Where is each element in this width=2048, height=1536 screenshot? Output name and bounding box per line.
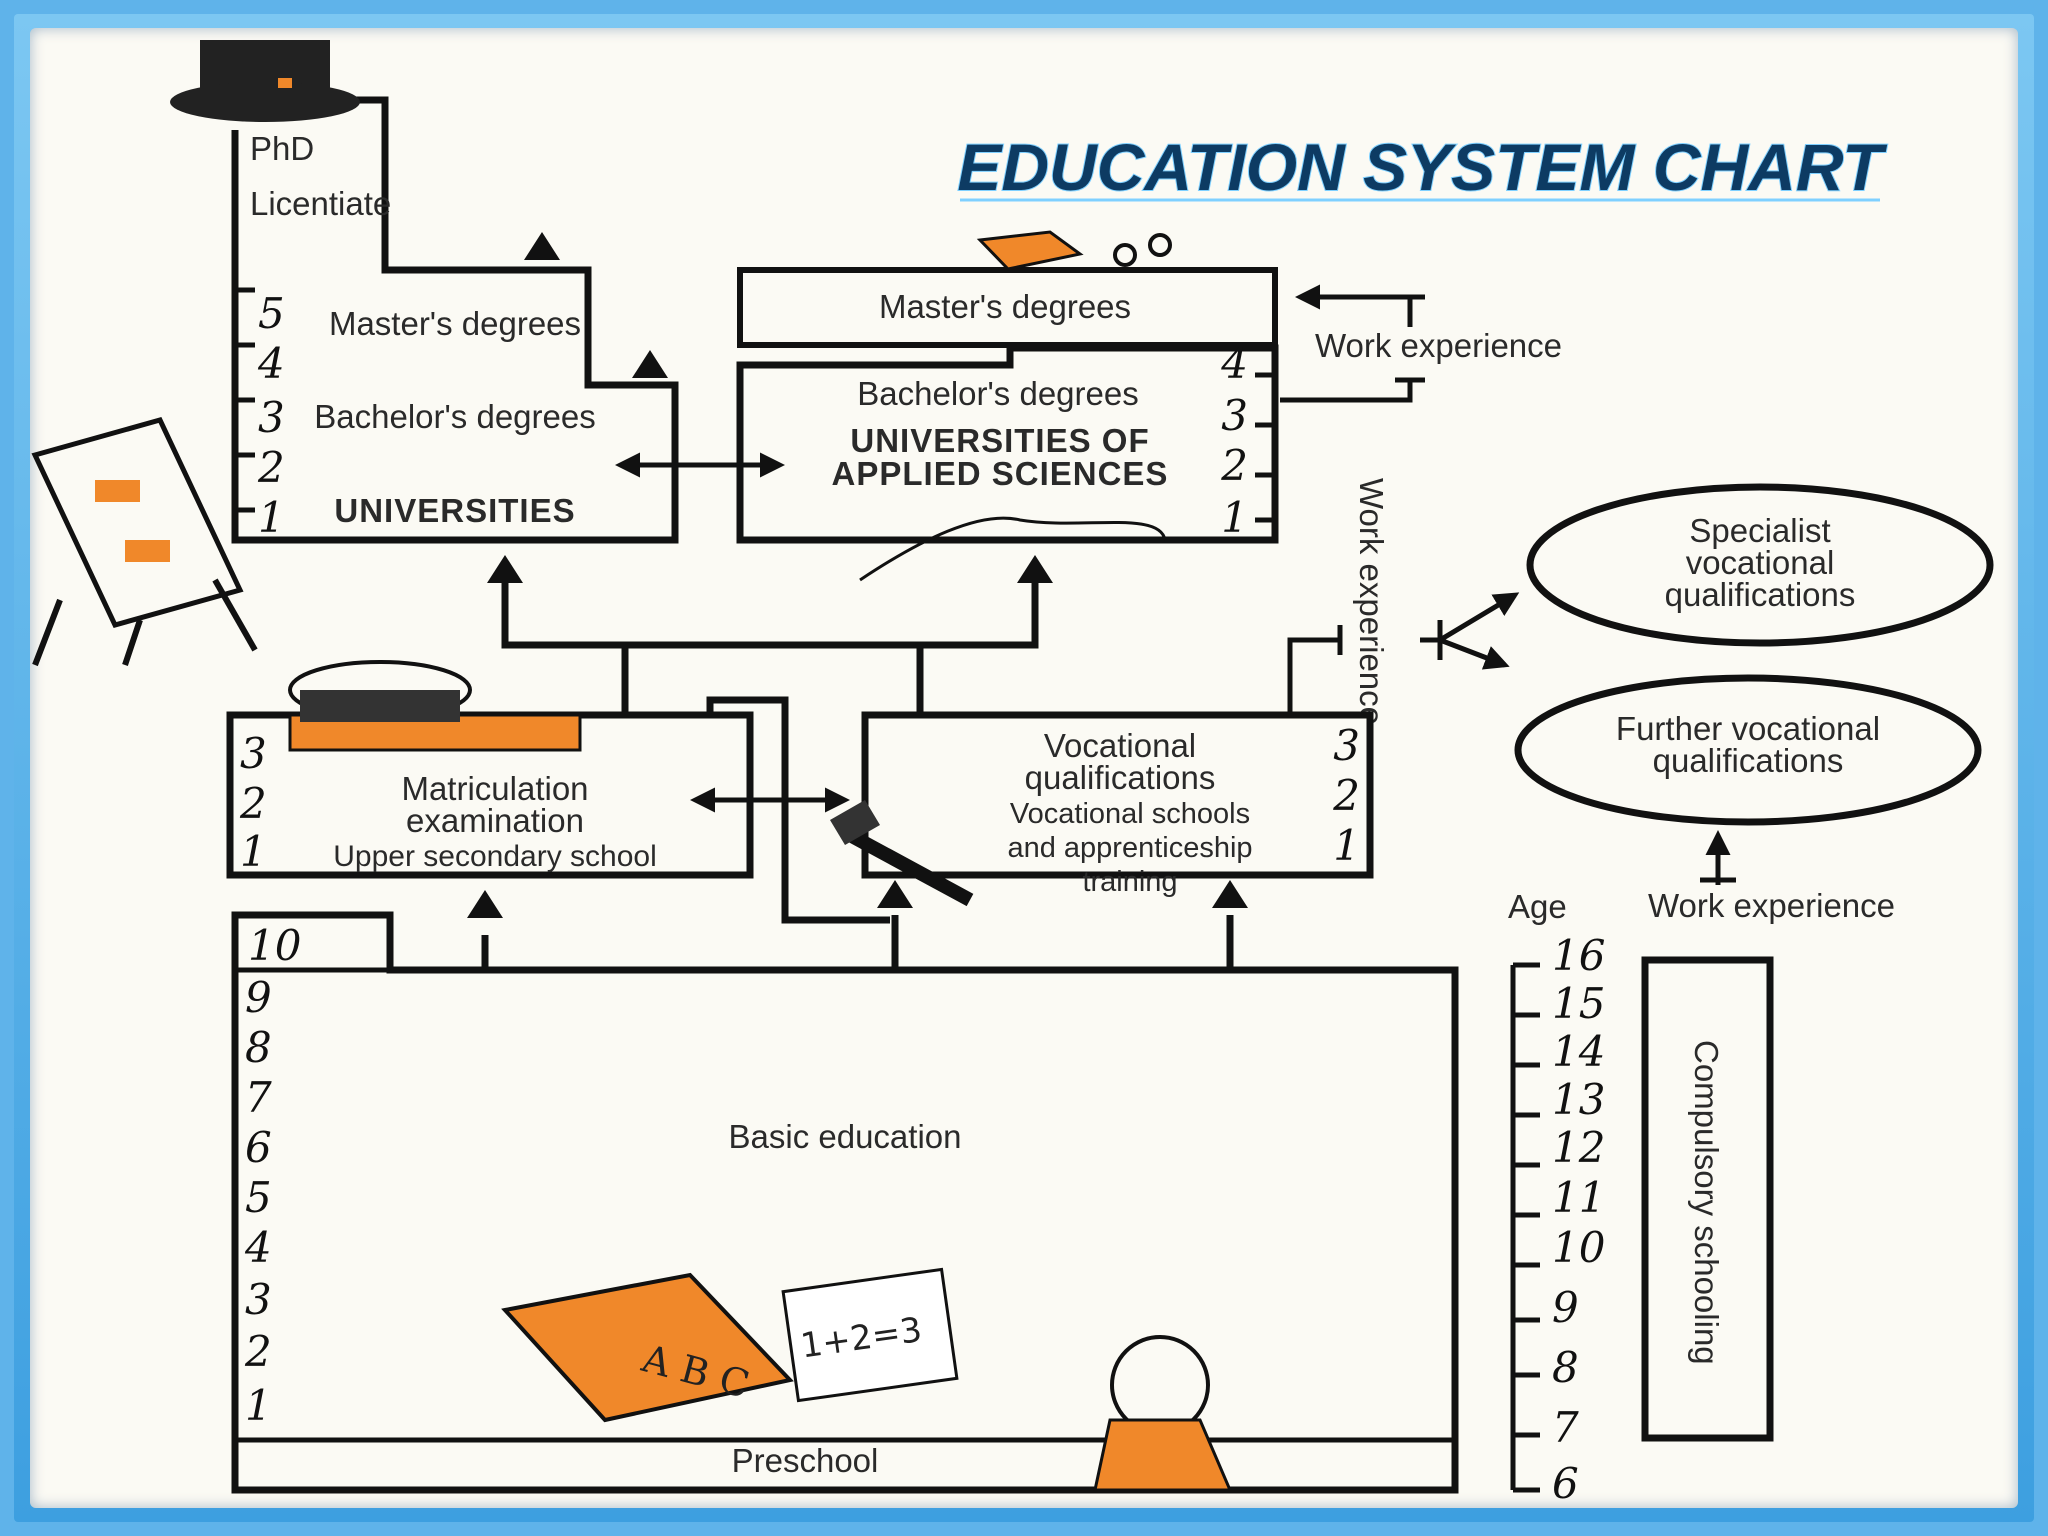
basic-grade: 7: [245, 1073, 272, 1122]
basic-grade: 3: [245, 1275, 272, 1324]
age-value: 6: [1552, 1459, 1579, 1508]
diploma-icon: [980, 232, 1170, 269]
student-cap-book-icon: [290, 662, 580, 750]
age-value: 13: [1552, 1075, 1605, 1124]
to-specialist-arrow: [1440, 595, 1515, 640]
math-sheet-icon: 1+2=3: [783, 1269, 957, 1400]
basic-grade-scale: 9 8 7 6 5 4 3 2 1: [244, 973, 272, 1430]
upper-sec-year: 3: [240, 729, 267, 778]
age-value: 9: [1552, 1283, 1579, 1332]
licentiate-label: Licentiate: [250, 185, 391, 222]
specialist-line3: qualifications: [1665, 576, 1856, 613]
uni-year: 2: [257, 443, 285, 492]
upper-sec-year: 2: [239, 779, 267, 828]
uas-year: 3: [1221, 391, 1248, 440]
top-hat-icon: [170, 40, 360, 122]
to-further-arrow: [1440, 640, 1505, 665]
chart-title: EDUCATION SYSTEM CHART: [957, 130, 1887, 204]
age-value: 10: [1552, 1223, 1605, 1272]
basic-grade: 2: [244, 1327, 272, 1376]
age-ticks: [1513, 965, 1540, 1490]
up-arrow-icon: [467, 890, 503, 918]
work-experience-top: Work experience: [1315, 327, 1562, 364]
grade-10: 10: [248, 921, 301, 970]
uni-up-arrow-icon: [632, 350, 668, 378]
upper-secondary-year-scale: 3 2 1: [239, 729, 267, 876]
vocational-year: 2: [1332, 771, 1360, 820]
vocational-line5: training: [1082, 866, 1177, 898]
vocational-year-scale: 3 2 1: [1332, 721, 1360, 870]
uas-year: 2: [1220, 441, 1248, 490]
uni-up-arrow-icon: [524, 232, 560, 260]
uas-masters-label: Master's degrees: [879, 288, 1131, 325]
uas-bachelors-label: Bachelor's degrees: [857, 375, 1138, 412]
further-line2: qualifications: [1653, 742, 1844, 779]
vocational-line3: Vocational schools: [1010, 798, 1250, 830]
vocational-line2: qualifications: [1025, 759, 1216, 796]
basic-grade: 9: [245, 973, 272, 1022]
uni-masters-label: Master's degrees: [329, 305, 581, 342]
basic-education-block: [235, 915, 1455, 1490]
up-arrow-icon: [877, 880, 913, 908]
upper-sec-year: 1: [240, 827, 267, 876]
vocational-year: 1: [1333, 821, 1360, 870]
basic-grade: 8: [245, 1023, 272, 1072]
uni-year: 5: [258, 289, 285, 338]
uas-name-line1: UNIVERSITIES OF: [850, 422, 1149, 459]
vocational-line4: and apprenticeship: [1007, 832, 1252, 864]
work-experience-vertical: Work experience: [1353, 478, 1390, 725]
age-value: 12: [1552, 1123, 1605, 1172]
up-arrow-icon: [1212, 880, 1248, 908]
preschool-label: Preschool: [732, 1442, 879, 1479]
uni-bachelors-label: Bachelor's degrees: [314, 398, 595, 435]
up-arrow-icon: [487, 555, 523, 583]
age-value: 7: [1552, 1403, 1579, 1452]
uas-name-line2: APPLIED SCIENCES: [832, 455, 1169, 492]
vocational-year: 3: [1333, 721, 1360, 770]
age-scale: 16 15 14 13 12 11 10 9 8 7 6: [1513, 931, 1605, 1508]
flipchart-icon: [35, 420, 255, 665]
higher-ed-connectors: [505, 565, 1035, 715]
basic-grade: 4: [244, 1223, 272, 1272]
uni-year: 3: [258, 393, 285, 442]
universities-name: UNIVERSITIES: [334, 492, 575, 529]
age-value: 8: [1552, 1343, 1579, 1392]
uas-year: 1: [1221, 493, 1248, 542]
work-experience-bottom: Work experience: [1648, 887, 1895, 924]
basic-education-label: Basic education: [729, 1118, 962, 1155]
age-value: 14: [1552, 1027, 1605, 1076]
age-label: Age: [1508, 888, 1567, 925]
upper-secondary-school-label: Upper secondary school: [333, 840, 657, 873]
age-value: 11: [1552, 1173, 1605, 1222]
uas-year: 4: [1220, 339, 1248, 388]
basic-grade: 6: [245, 1123, 272, 1172]
uni-year: 1: [258, 493, 285, 542]
phd-label: PhD: [250, 130, 314, 167]
basic-grade: 1: [245, 1381, 272, 1430]
age-value: 16: [1552, 931, 1605, 980]
age-value: 15: [1552, 979, 1605, 1028]
compulsory-schooling-label: Compulsory schooling: [1688, 1040, 1725, 1365]
basic-grade: 5: [245, 1173, 272, 1222]
matriculation-line2: examination: [406, 802, 584, 839]
up-arrow-icon: [1017, 555, 1053, 583]
uni-year: 4: [257, 339, 285, 388]
